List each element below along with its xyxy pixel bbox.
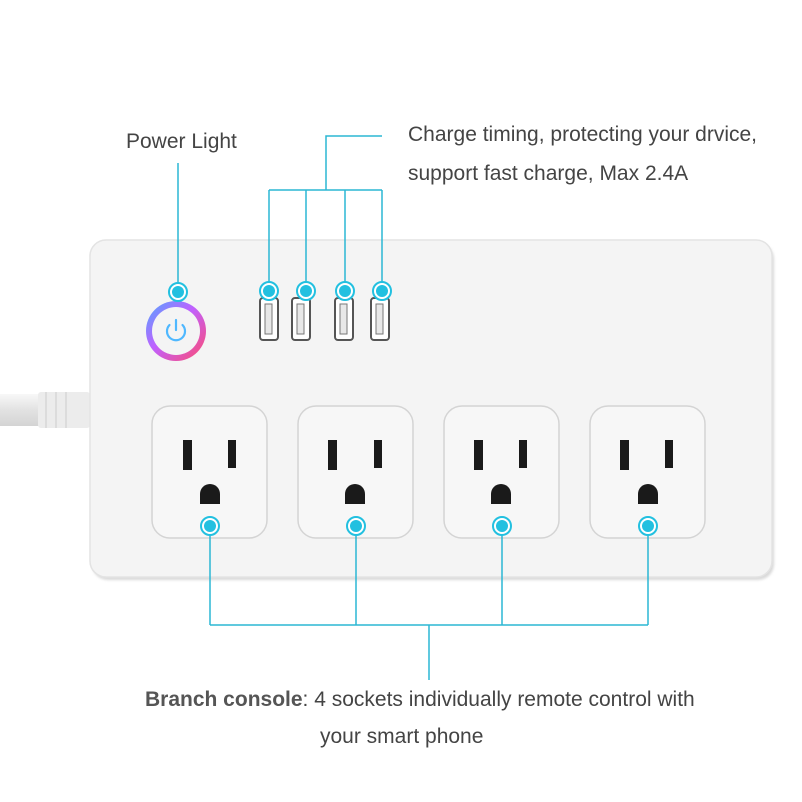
ac-socket[interactable] [297,405,414,539]
usb-port[interactable] [370,297,390,341]
branch-console-title: Branch console [145,688,303,711]
callout-lines [177,135,649,680]
power-button[interactable] [146,301,206,361]
branch-console-label-line2: your smart phone [320,725,484,748]
ac-sockets [151,405,706,539]
marker-dot [168,282,188,302]
power-light-label: Power Light [126,130,237,153]
power-cord [0,392,95,428]
usb-port[interactable] [291,297,311,341]
marker-dot [492,516,512,536]
ac-socket[interactable] [151,405,268,539]
marker-dot [372,281,392,301]
marker-dot [296,281,316,301]
ac-socket[interactable] [589,405,706,539]
marker-dot [200,516,220,536]
branch-console-description: : 4 sockets individually remote control … [302,688,695,711]
marker-dot [638,516,658,536]
branch-console-label-line1: Branch console: 4 sockets individually r… [145,688,695,712]
usb-charge-label-line2: support fast charge, Max 2.4A [408,162,689,185]
usb-port[interactable] [259,297,279,341]
callout-markers [168,281,658,536]
usb-charge-label-line1: Charge timing, protecting your drvice, [408,123,757,146]
usb-ports [259,297,390,341]
power-icon [165,318,187,342]
marker-dot [259,281,279,301]
usb-leader-top [325,135,382,190]
usb-port[interactable] [334,297,354,341]
ac-socket[interactable] [443,405,560,539]
marker-dot [346,516,366,536]
marker-dot [335,281,355,301]
